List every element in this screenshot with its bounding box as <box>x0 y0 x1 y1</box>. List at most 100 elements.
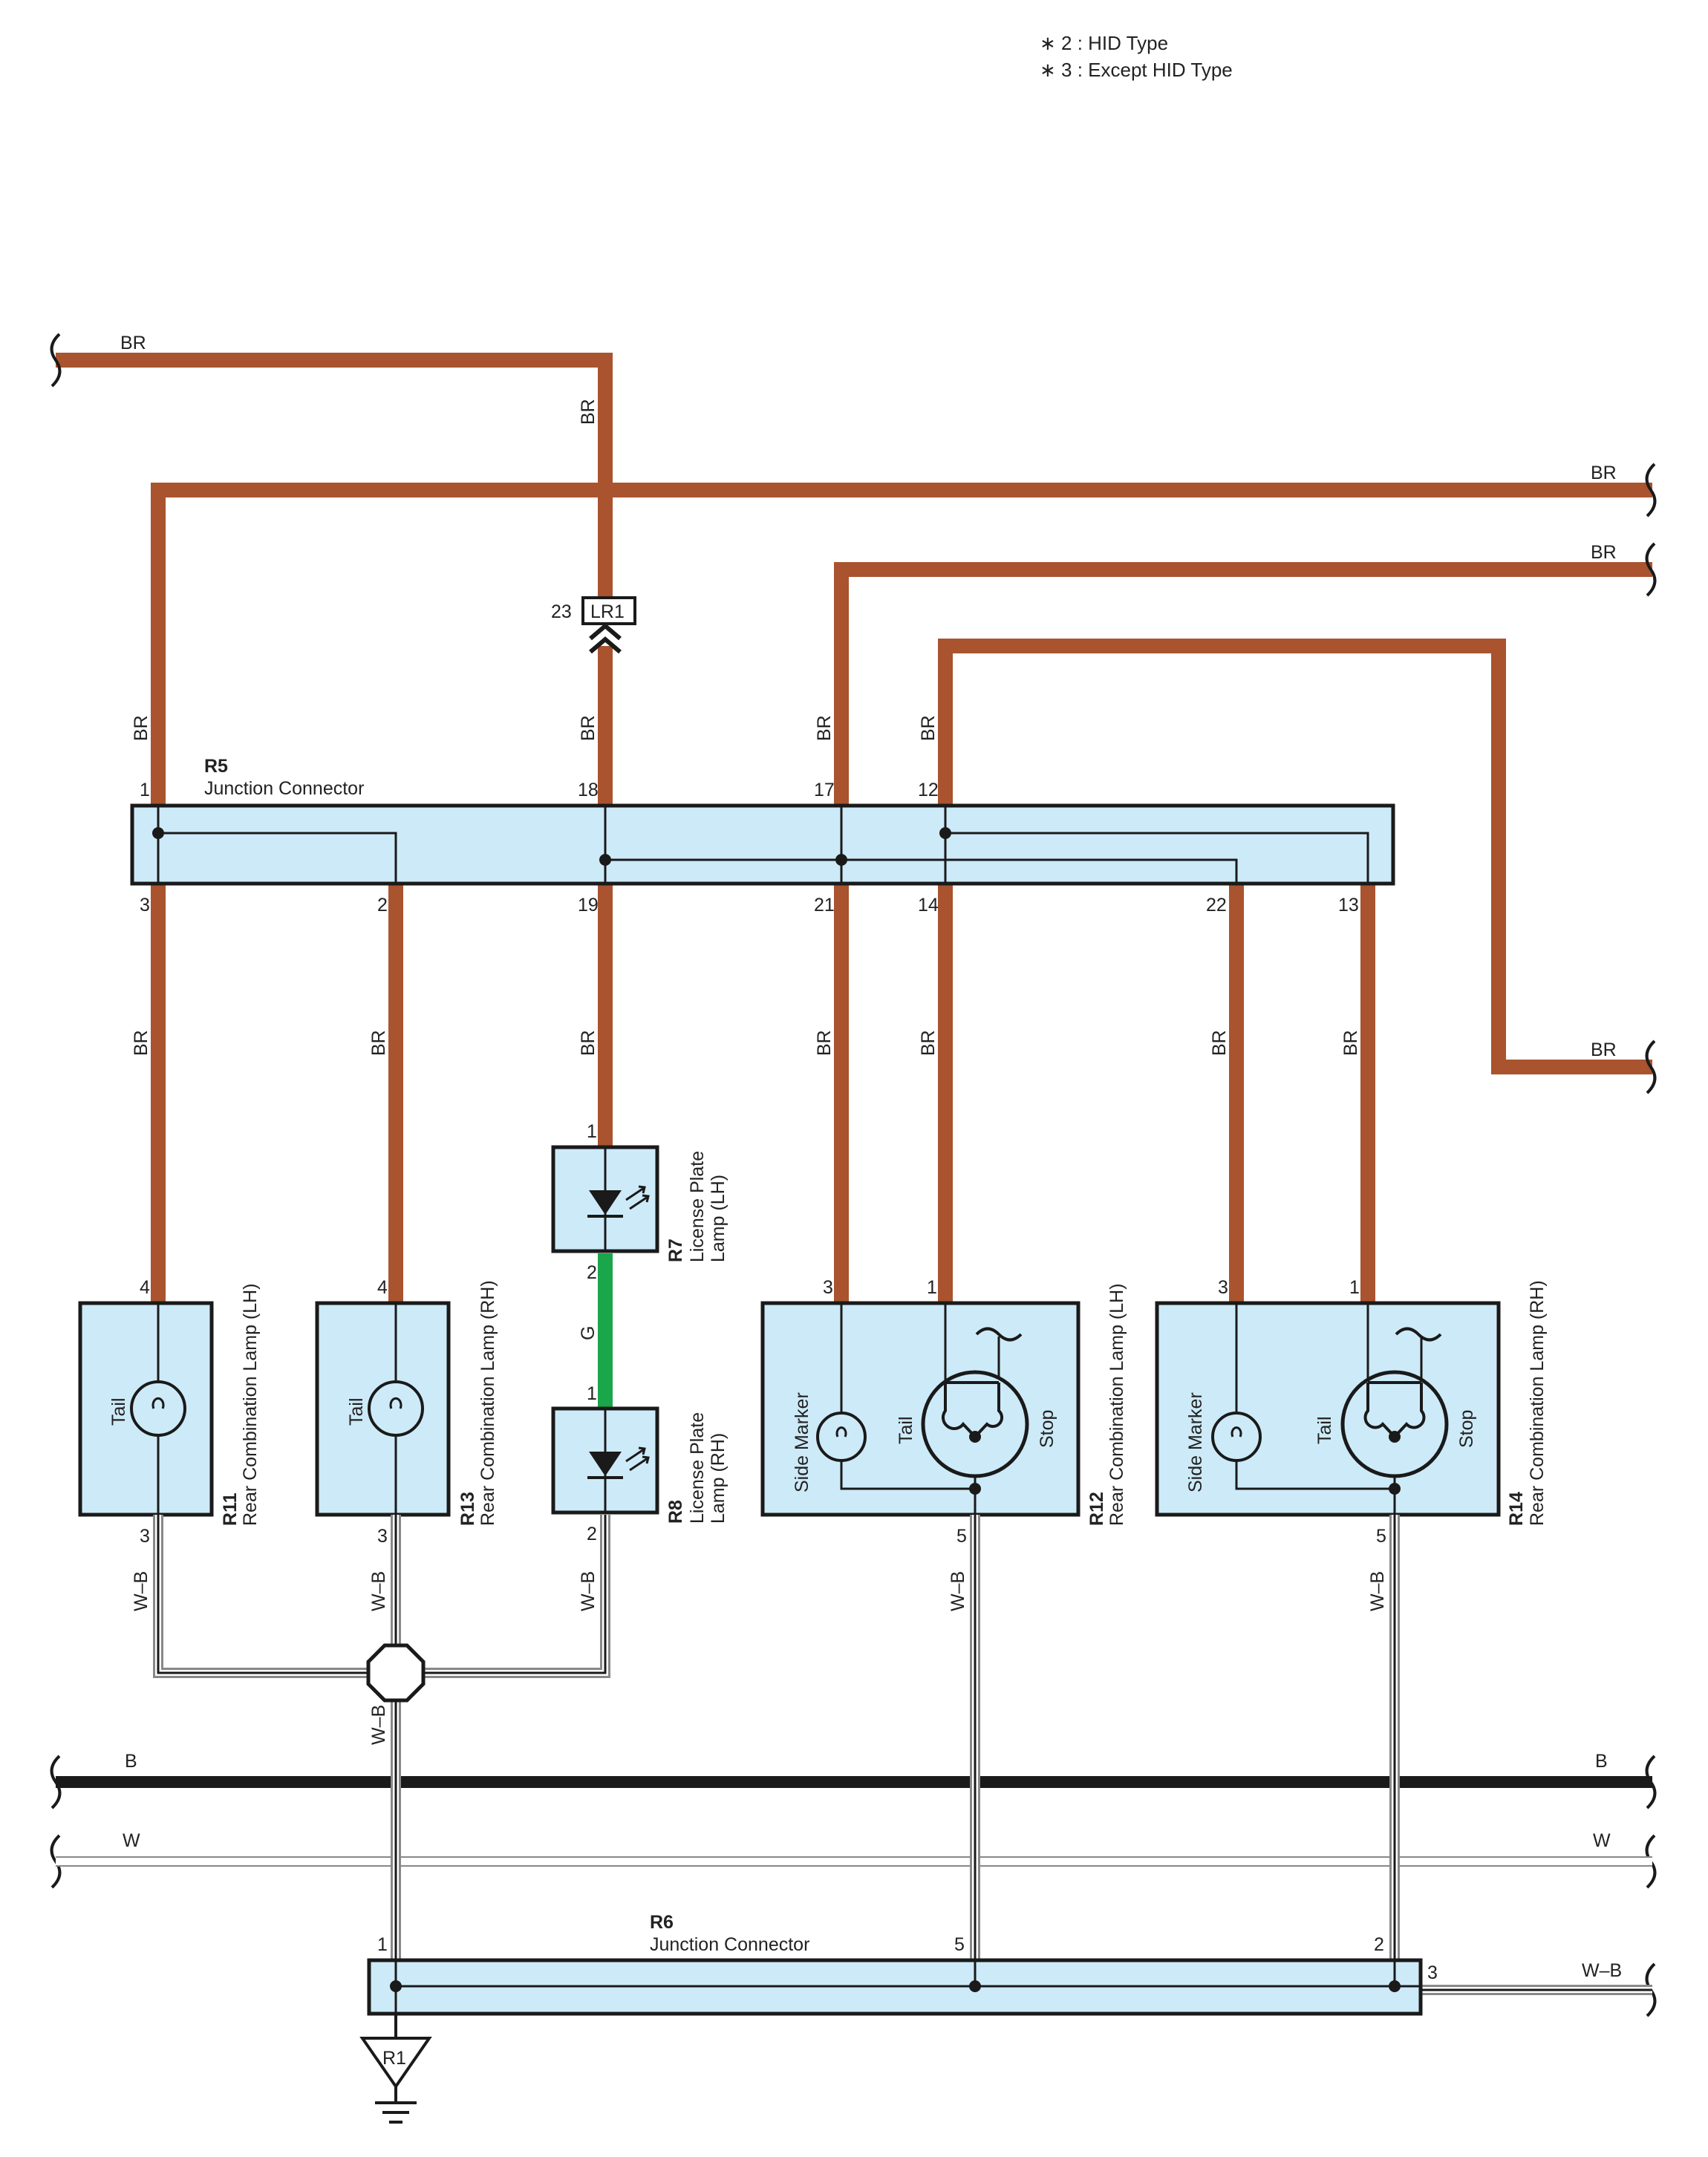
wire-label-w: W <box>1593 1830 1611 1851</box>
wire-label-br: BR <box>918 1030 939 1056</box>
wire-label-wb: W–B <box>578 1571 599 1611</box>
wire-label-br: BR <box>368 1030 389 1056</box>
r12-side-marker-label: Side Marker <box>792 1392 812 1492</box>
r14-stop-label: Stop <box>1456 1410 1477 1448</box>
r6-pin: 2 <box>1374 1934 1384 1955</box>
wire-label-wb: W–B <box>368 1571 389 1611</box>
br-wires <box>56 353 1652 1303</box>
r8-name-suffix: Lamp (RH) <box>708 1433 728 1524</box>
r14-side-lead <box>1235 1303 1395 1490</box>
bulb-icon <box>130 1380 186 1437</box>
wire-label-b: B <box>125 1751 137 1772</box>
r5-pin: 1 <box>140 780 150 800</box>
r12-side-lead <box>840 1303 975 1490</box>
r12-junction-dot <box>969 1431 981 1443</box>
r6-pin: 5 <box>954 1934 965 1955</box>
wire-label-br: BR <box>1591 463 1617 483</box>
br-wire-labels: BR BR BR BR BR BR BR BR BR BR BR BR BR B… <box>120 333 1617 1060</box>
r5-pin: 3 <box>140 895 150 916</box>
r5-junction-dot <box>152 827 164 839</box>
wire-br-long-right <box>151 483 1652 806</box>
r5-bus-2 <box>604 806 1238 884</box>
r14-box <box>1155 1301 1501 1517</box>
r5-pin: 12 <box>918 780 939 800</box>
splice-point-icon <box>366 1643 426 1703</box>
r5-junction-dot <box>599 854 611 866</box>
wire-label-wb: W–B <box>948 1571 968 1611</box>
connector-lr1: LR1 23 <box>551 596 636 654</box>
wire-label-br: BR <box>814 1030 835 1056</box>
ground-triangle-icon <box>359 2037 432 2089</box>
r8-id: R8 <box>665 1500 686 1524</box>
r7-name-suffix: Lamp (LH) <box>708 1175 728 1262</box>
r6-junction-dot <box>1389 1980 1401 1992</box>
r14-name: Rear Combination Lamp (RH) <box>1527 1280 1548 1526</box>
component-r11: 4 Tail 3 R11 Rear Combination Lamp (LH) <box>78 1277 261 1547</box>
r14-pin-b: 1 <box>1349 1277 1360 1298</box>
break-mark-br-right-1 <box>1645 463 1657 518</box>
note-hid-type: ∗ 2 : HID Type <box>1040 32 1168 54</box>
r13-name: Rear Combination Lamp (RH) <box>477 1280 498 1526</box>
r13-id: R13 <box>457 1492 478 1526</box>
r6-pin: 1 <box>377 1934 388 1955</box>
r12-filament-leads <box>944 1303 1000 1383</box>
wire-label-br: BR <box>1591 542 1617 563</box>
r12-pin-a: 3 <box>823 1277 833 1298</box>
wire-label-wb: W–B <box>1367 1571 1388 1611</box>
r12-pin-c: 5 <box>956 1526 967 1547</box>
r12-name: Rear Combination Lamp (LH) <box>1106 1283 1127 1526</box>
r12-tail-label: Tail <box>896 1416 916 1444</box>
r6-junction-dot <box>969 1980 981 1992</box>
r11-tail-label: Tail <box>108 1397 129 1426</box>
double-filament-bulb-icon <box>1340 1370 1449 1478</box>
r5-id: R5 <box>204 756 228 777</box>
r13-tail-label: Tail <box>346 1397 367 1426</box>
wire-label-wb: W–B <box>131 1571 151 1611</box>
lr1-box <box>581 596 636 625</box>
r7-name: License Plate <box>687 1151 708 1262</box>
r11-pin-top: 4 <box>140 1277 150 1298</box>
wire-br-pin12 <box>938 639 1652 1074</box>
wire-br-top-left <box>56 353 613 601</box>
wire-label-br: BR <box>131 1030 151 1056</box>
wire-label-br: BR <box>578 1030 599 1056</box>
r5-bus-1 <box>157 806 397 884</box>
r13-pin-bottom: 3 <box>377 1526 388 1547</box>
wire-label-br: BR <box>578 715 599 741</box>
component-r13: 4 Tail 3 R13 Rear Combination Lamp (RH) <box>315 1277 498 1547</box>
r5-box <box>130 803 1395 886</box>
component-r14: 3 1 Side Marker Tail Stop 5 R14 Rear Com… <box>1155 1277 1548 1547</box>
r14-pin-c: 5 <box>1376 1526 1386 1547</box>
wire-break-marks <box>50 333 1657 2017</box>
r11-pin-bottom: 3 <box>140 1526 150 1547</box>
r8-pin-top: 1 <box>587 1383 597 1404</box>
connector-r6: R6 Junction Connector 1 5 2 3 <box>367 1912 1438 2016</box>
r5-pin: 18 <box>578 780 599 800</box>
r6-pin: 3 <box>1427 1962 1438 1983</box>
r14-junction-dot <box>1389 1431 1401 1443</box>
r5-junction-dot <box>835 854 847 866</box>
r12-junction-dot <box>969 1483 981 1495</box>
wire-label-br: BR <box>918 715 939 741</box>
r5-bus-3 <box>944 806 1369 884</box>
ground-icon <box>375 2101 417 2124</box>
component-r7: 1 2 R7 License Plate Lamp (LH) <box>551 1121 728 1283</box>
r5-pin: 21 <box>814 895 835 916</box>
ground-r1: R1 <box>359 2014 432 2124</box>
wire-label-br: BR <box>1209 1030 1230 1056</box>
r5-pin: 22 <box>1206 895 1227 916</box>
r14-side-marker-label: Side Marker <box>1185 1392 1206 1492</box>
lr1-id: LR1 <box>590 601 625 622</box>
lr1-pin: 23 <box>551 601 572 622</box>
r12-stop-label: Stop <box>1037 1410 1057 1448</box>
r6-name: Junction Connector <box>650 1934 809 1955</box>
wire-label-br: BR <box>1591 1040 1617 1060</box>
r12-id: R12 <box>1086 1492 1107 1526</box>
double-filament-bulb-icon <box>921 1370 1029 1478</box>
wire-label-br: BR <box>1340 1030 1361 1056</box>
wire-label-br: BR <box>131 715 151 741</box>
r14-filament-leads <box>1366 1303 1423 1383</box>
wire-label-br: BR <box>814 715 835 741</box>
r7-id: R7 <box>665 1239 686 1262</box>
